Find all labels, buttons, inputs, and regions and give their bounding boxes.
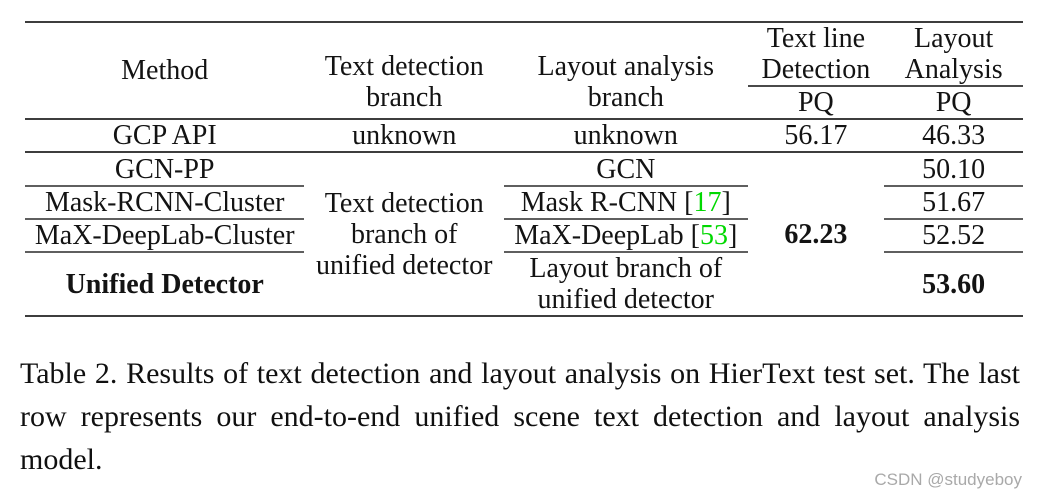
max-deeplab-label: MaX-DeepLab [ — [514, 220, 701, 251]
header-method-label: Method — [121, 55, 209, 86]
header-text-line-detection-line2: Detection — [761, 54, 871, 85]
cell-td-branch-gcp-api: unknown — [304, 119, 505, 153]
header-text-detection-branch-line2: branch — [366, 81, 443, 113]
cell-method-gcp-api: GCP API — [25, 119, 305, 153]
cell-la-pq-gcp-api: 46.33 — [884, 119, 1023, 153]
cell-la-pq-max-deeplab-cluster: 52.52 — [884, 219, 1023, 253]
cell-la-pq-mask-rcnn-cluster: 51.67 — [884, 186, 1023, 220]
cell-td-branch-merged-line3: unified detector — [315, 249, 493, 281]
table-row: GCP API unknown unknown 56.17 46.33 — [25, 119, 1023, 153]
citation-53: 53 — [700, 220, 729, 251]
cell-method-mask-rcnn-cluster: Mask-RCNN-Cluster — [25, 186, 305, 220]
cell-la-pq-gcn-pp: 50.10 — [884, 152, 1023, 187]
header-method: Method — [25, 22, 305, 120]
header-layout-analysis-branch-line1: Layout analysis — [537, 50, 715, 82]
mask-rcnn-label-end: ] — [721, 187, 731, 218]
header-layout-analysis-branch-line2: branch — [587, 81, 664, 113]
cell-tld-pq-merged: 62.23 — [747, 152, 885, 317]
cell-la-branch-unified-line1: Layout branch of — [529, 253, 723, 284]
cell-method-gcn-pp: GCN-PP — [25, 152, 305, 187]
cell-tld-pq-gcp-api: 56.17 — [747, 119, 885, 153]
header-text-line-pq: PQ — [747, 85, 885, 120]
max-deeplab-label-end: ] — [728, 220, 738, 251]
header-text-detection-branch: Text detection branch — [304, 22, 505, 120]
citation-17: 17 — [693, 187, 722, 218]
csdn-watermark: CSDN @studyeboy — [874, 470, 1022, 489]
header-layout-analysis: Layout Analysis — [884, 22, 1023, 86]
table-row: Mask-RCNN-Cluster Mask R-CNN [17] 51.67 — [25, 186, 1023, 220]
mask-rcnn-label: Mask R-CNN [ — [520, 187, 694, 218]
header-layout-analysis-line1: Layout — [913, 23, 994, 54]
table-row: Unified Detector Layout branch of unifie… — [25, 252, 1023, 317]
header-text-line-detection-line1: Text line — [766, 23, 866, 54]
cell-la-branch-gcp-api: unknown — [504, 119, 748, 153]
header-text-detection-branch-line1: Text detection — [324, 50, 484, 82]
cell-td-branch-merged-line2: branch of — [350, 218, 458, 250]
cell-la-pq-unified-detector: 53.60 — [884, 252, 1023, 317]
cell-td-branch-merged-line1: Text detection — [324, 187, 484, 219]
cell-method-max-deeplab-cluster: MaX-DeepLab-Cluster — [25, 219, 305, 253]
table-row: GCN-PP Text detection branch of unified … — [25, 152, 1023, 317]
cell-td-branch-merged: Text detection branch of unified detecto… — [304, 152, 505, 317]
header-layout-analysis-line2: Analysis — [904, 54, 1003, 85]
header-layout-pq: PQ — [884, 85, 1023, 120]
cell-la-branch-unified-line2: unified detector — [537, 284, 715, 315]
cell-la-branch-mask-rcnn: Mask R-CNN [17] — [504, 186, 748, 220]
table-caption: Table 2. Results of text detection and l… — [20, 357, 1020, 476]
results-table: Method Text detection branch Layout anal… — [25, 21, 1023, 317]
cell-method-unified-detector: Unified Detector — [25, 252, 305, 317]
cell-la-branch-gcn: GCN — [504, 152, 748, 187]
cell-la-branch-max-deeplab: MaX-DeepLab [53] — [504, 219, 748, 253]
table-row: MaX-DeepLab-Cluster MaX-DeepLab [53] 52.… — [25, 219, 1023, 253]
header-text-line-detection: Text line Detection — [748, 22, 885, 86]
cell-la-branch-unified: Layout branch of unified detector — [504, 252, 748, 317]
results-table-area: Method Text detection branch Layout anal… — [25, 21, 1023, 317]
header-layout-analysis-branch: Layout analysis branch — [504, 22, 748, 120]
